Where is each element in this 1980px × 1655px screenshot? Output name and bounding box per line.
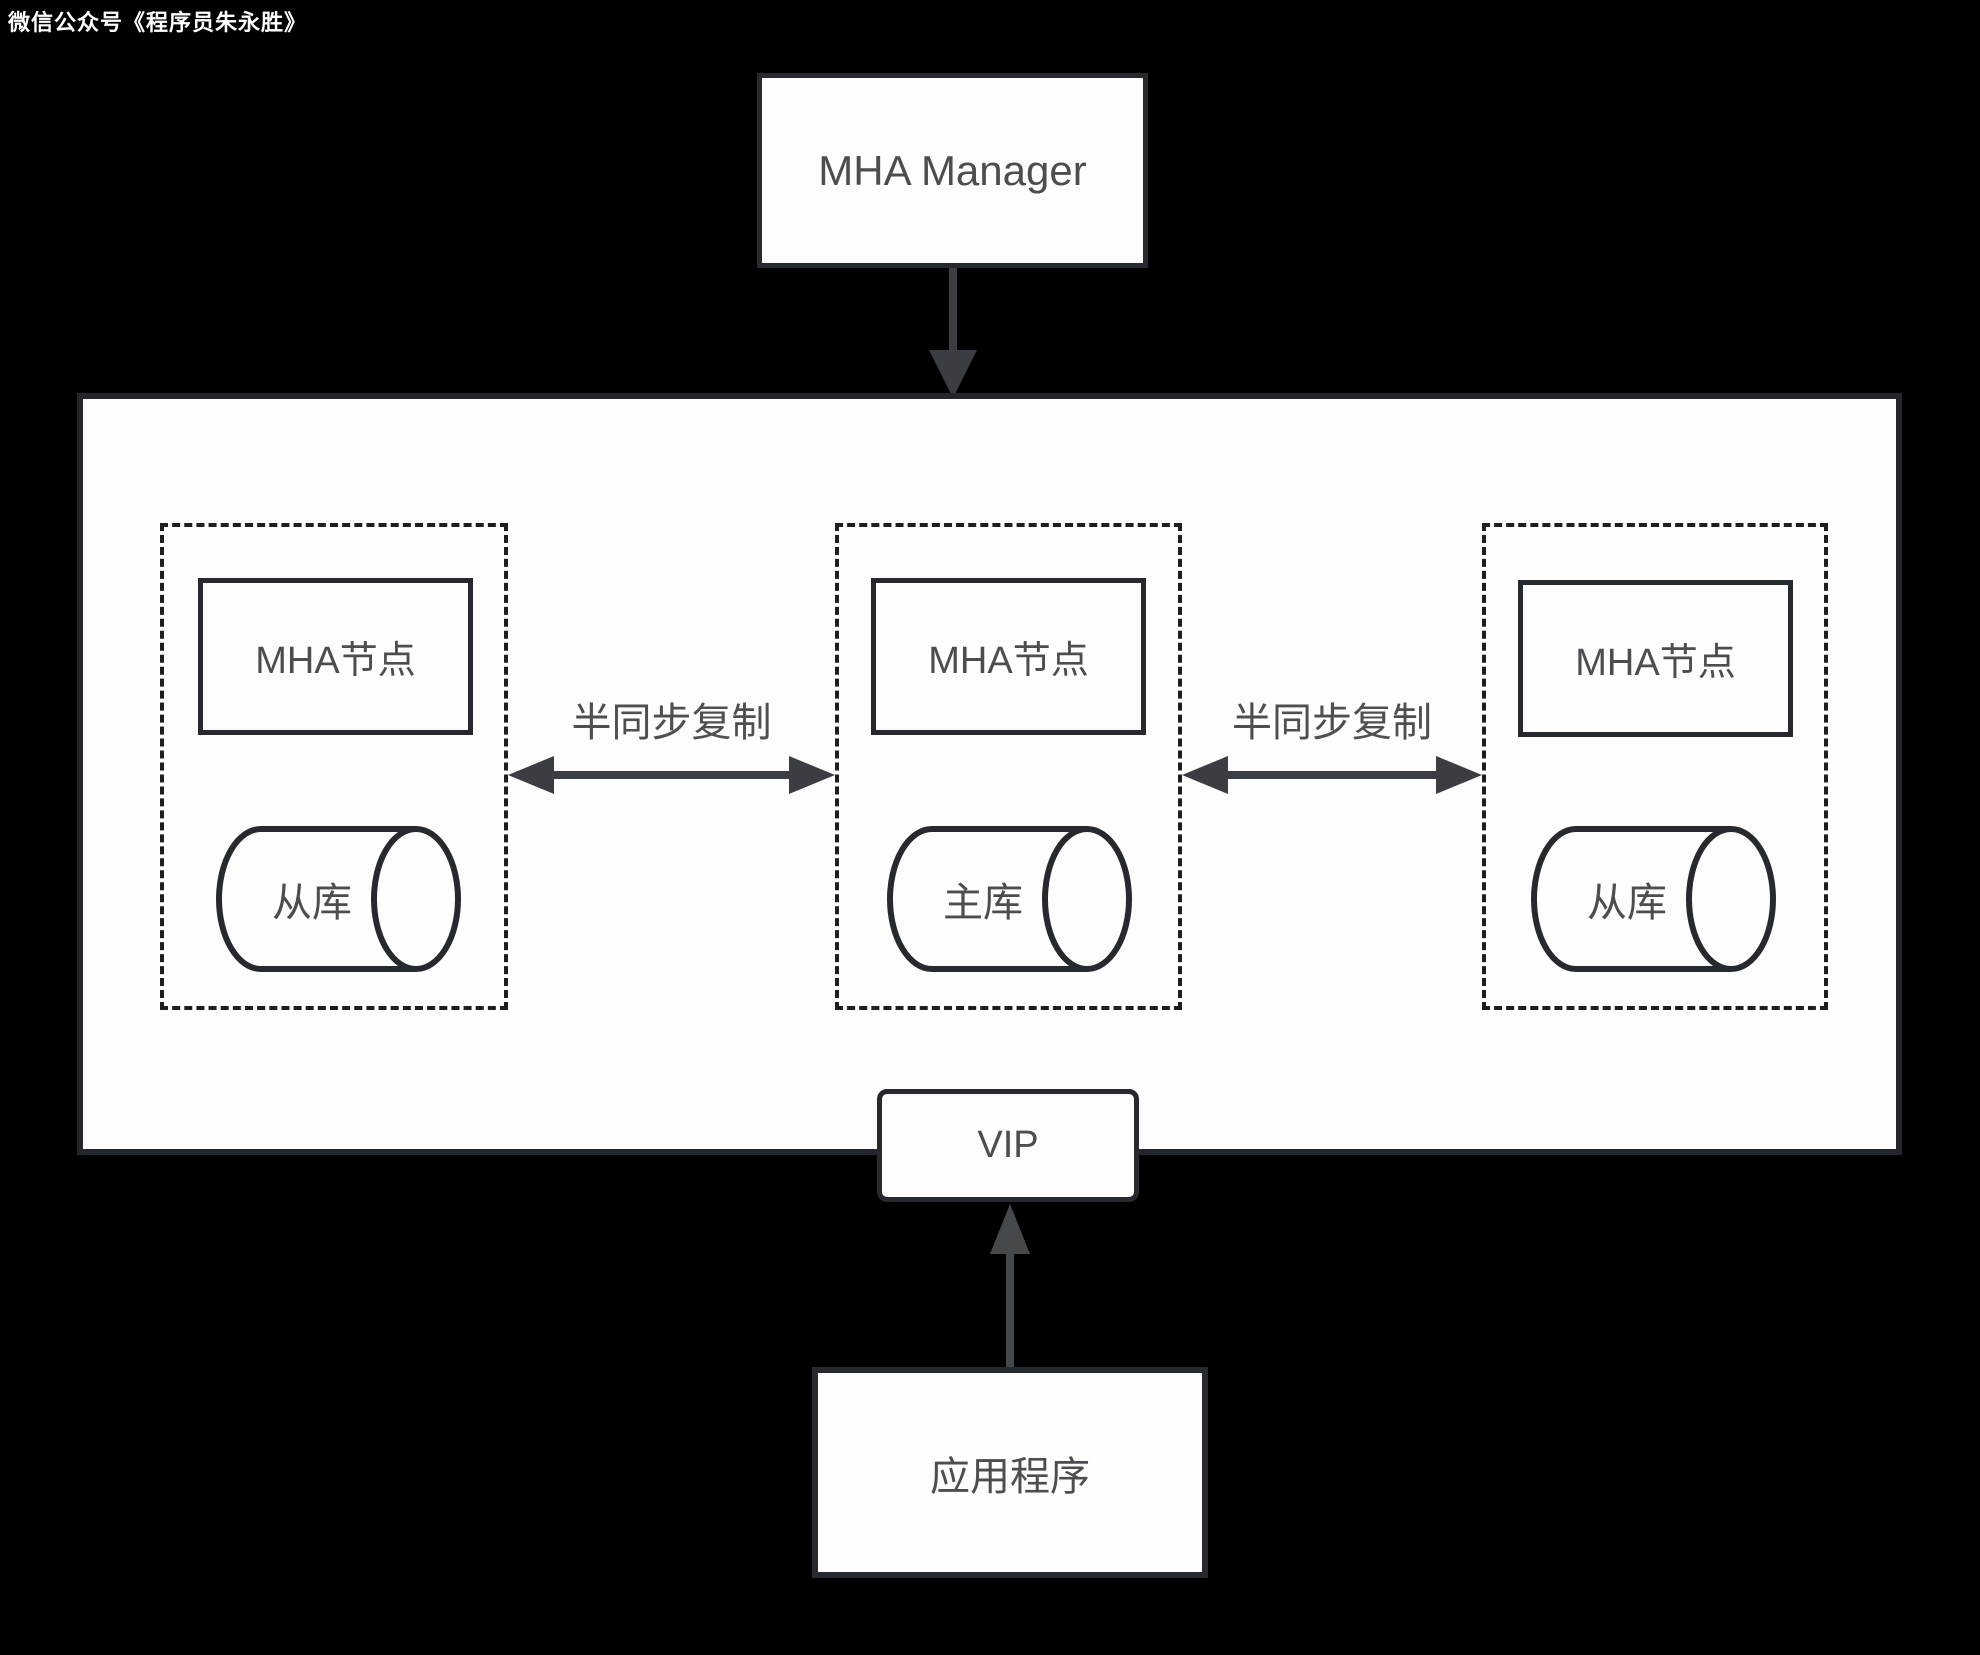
arrow-shaft (949, 268, 957, 354)
arrow-head-right-icon (1436, 756, 1482, 794)
mha-manager-label: MHA Manager (818, 146, 1087, 194)
db-label: 从库 (1587, 881, 1667, 925)
database-slave-left: 从库 (206, 825, 464, 973)
replication-label-right: 半同步复制 (1232, 701, 1432, 745)
arrow-shaft (546, 771, 797, 779)
node-group-slave-right (1482, 523, 1828, 1010)
mha-manager-box: MHA Manager (757, 73, 1148, 268)
mha-node-box-middle: MHA节点 (871, 578, 1146, 735)
arrow-shaft (1220, 771, 1444, 779)
db-label: 从库 (272, 881, 352, 925)
database-cylinder-icon (1531, 826, 1776, 972)
vip-label: VIP (977, 1124, 1039, 1166)
database-cylinder-icon (887, 826, 1132, 972)
application-box: 应用程序 (812, 1367, 1208, 1578)
database-cylinder-icon (216, 826, 461, 972)
mha-node-label: MHA节点 (255, 640, 416, 682)
database-slave-right: 从库 (1521, 825, 1779, 973)
node-group-slave-left (160, 523, 508, 1010)
arrow-shaft (1006, 1250, 1014, 1367)
arrow-head-up-icon (990, 1204, 1030, 1254)
application-label: 应用程序 (930, 1454, 1090, 1499)
watermark: 微信公众号《程序员朱永胜》 (8, 10, 308, 35)
mha-node-box-left: MHA节点 (198, 578, 473, 735)
database-master: 主库 (877, 825, 1135, 973)
db-label: 主库 (943, 881, 1023, 925)
node-group-master (835, 523, 1182, 1010)
mha-node-box-right: MHA节点 (1518, 580, 1793, 737)
mha-node-label: MHA节点 (928, 640, 1089, 682)
mha-node-label: MHA节点 (1575, 642, 1736, 684)
replication-arrow-right (1182, 756, 1482, 794)
arrow-head-down-icon (929, 350, 977, 398)
replication-label-left: 半同步复制 (571, 701, 772, 745)
arrow-head-right-icon (789, 756, 835, 794)
cluster-panel (77, 393, 1902, 1155)
vip-box: VIP (877, 1089, 1139, 1202)
replication-arrow-left (508, 756, 835, 794)
